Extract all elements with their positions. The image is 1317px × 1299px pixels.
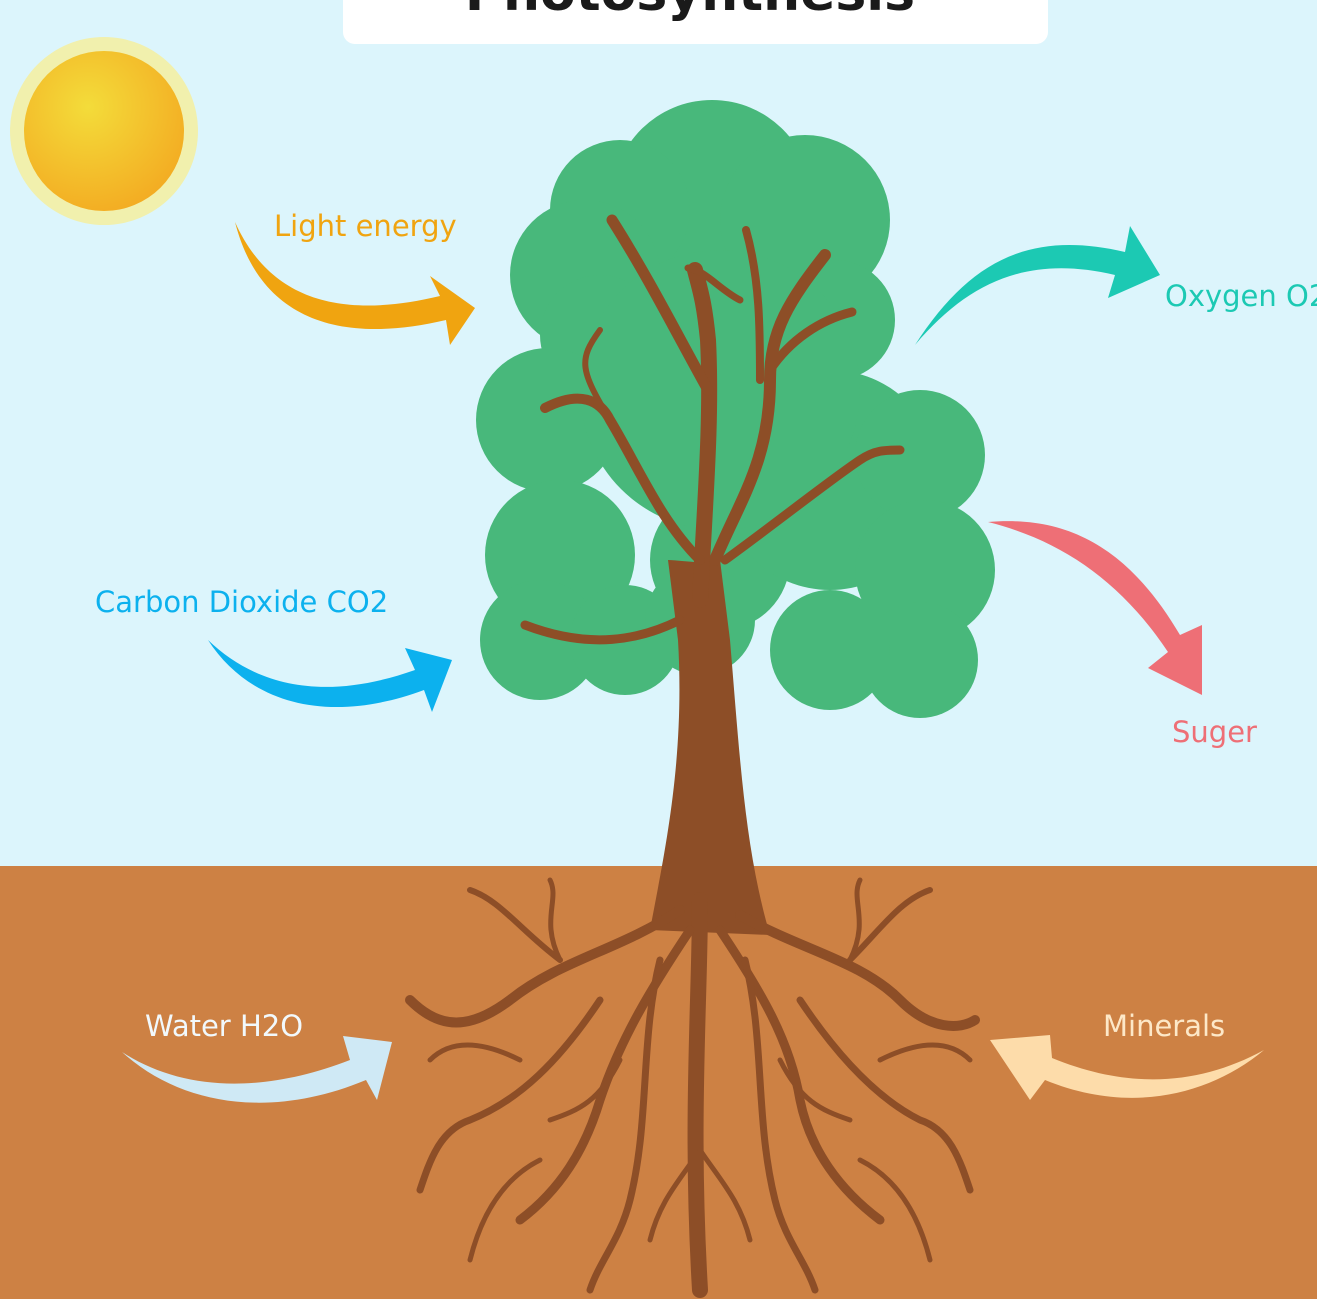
co2-arrow xyxy=(208,640,452,712)
title-box: Photosynthesis xyxy=(343,0,1048,44)
light-arrow xyxy=(235,222,475,345)
minerals-label: Minerals xyxy=(1103,1009,1225,1043)
tree-roots xyxy=(405,877,980,1298)
light-energy-label: Light energy xyxy=(274,209,457,243)
oxygen-arrow xyxy=(915,226,1160,345)
minerals-arrow xyxy=(990,1035,1264,1100)
water-label: Water H2O xyxy=(145,1009,303,1043)
tree-trunk xyxy=(650,560,770,935)
page-title: Photosynthesis xyxy=(465,0,915,23)
water-arrow xyxy=(122,1036,392,1103)
sugar-arrow xyxy=(988,521,1202,695)
co2-label: Carbon Dioxide CO2 xyxy=(95,585,388,619)
sugar-label: Suger xyxy=(1172,715,1257,749)
sun-icon xyxy=(10,37,198,225)
oxygen-label: Oxygen O2 xyxy=(1165,279,1317,313)
tree-icon xyxy=(405,214,980,1298)
tree-branches xyxy=(520,214,905,645)
